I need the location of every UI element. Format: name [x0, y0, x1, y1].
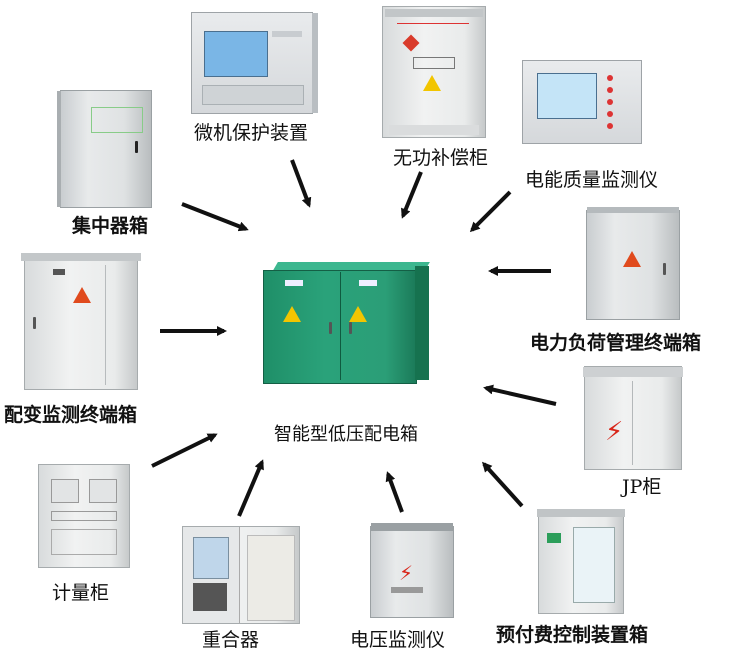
quality-label: 电能质量监测仪 — [525, 169, 659, 191]
arrow-recloser — [237, 459, 264, 517]
concentrator-box — [57, 90, 152, 208]
warning-icon — [423, 75, 441, 91]
arrow-meter — [151, 433, 218, 468]
recloser-label: 重合器 — [202, 629, 260, 651]
warning-icon — [349, 306, 367, 322]
arrow-voltage — [385, 471, 404, 513]
lightning-icon: ⚡ — [399, 561, 414, 585]
recloser-device — [182, 526, 300, 624]
load-terminal-box — [586, 207, 680, 320]
concentrator-label: 集中器箱 — [72, 215, 149, 237]
center-cabinet — [263, 262, 431, 384]
arrow-jp — [483, 384, 557, 406]
voltage-label: 电压监测仪 — [350, 629, 446, 651]
reactive-label: 无功补偿柜 — [393, 147, 489, 169]
transformer-label: 配变监测终端箱 — [4, 404, 138, 426]
prepaid-box — [537, 509, 625, 614]
quality-monitor — [522, 60, 642, 144]
meter-label: 计量柜 — [52, 582, 110, 604]
meter-cabinet — [38, 464, 130, 568]
jp-label: JP柜 — [622, 476, 662, 498]
arrow-concentrator — [181, 202, 249, 232]
warning-icon — [283, 306, 301, 322]
protection-device — [191, 12, 318, 114]
load-label: 电力负荷管理终端箱 — [530, 332, 702, 354]
arrow-protection — [290, 159, 312, 208]
prepaid-label: 预付费控制装置箱 — [496, 624, 649, 646]
jp-cabinet: ⚡ — [583, 366, 683, 470]
transformer-terminal-box — [21, 253, 141, 390]
arrow-quality — [469, 190, 512, 233]
arrow-reactive — [401, 171, 423, 219]
lightning-icon: ⚡ — [605, 417, 624, 447]
voltage-monitor: ⚡ — [370, 523, 454, 618]
arrow-prepaid — [481, 461, 524, 508]
center-label: 智能型低压配电箱 — [274, 424, 418, 445]
protection-label: 微机保护装置 — [194, 122, 309, 144]
warning-icon — [73, 287, 91, 303]
warning-icon — [623, 251, 641, 267]
reactive-cabinet — [382, 6, 486, 138]
